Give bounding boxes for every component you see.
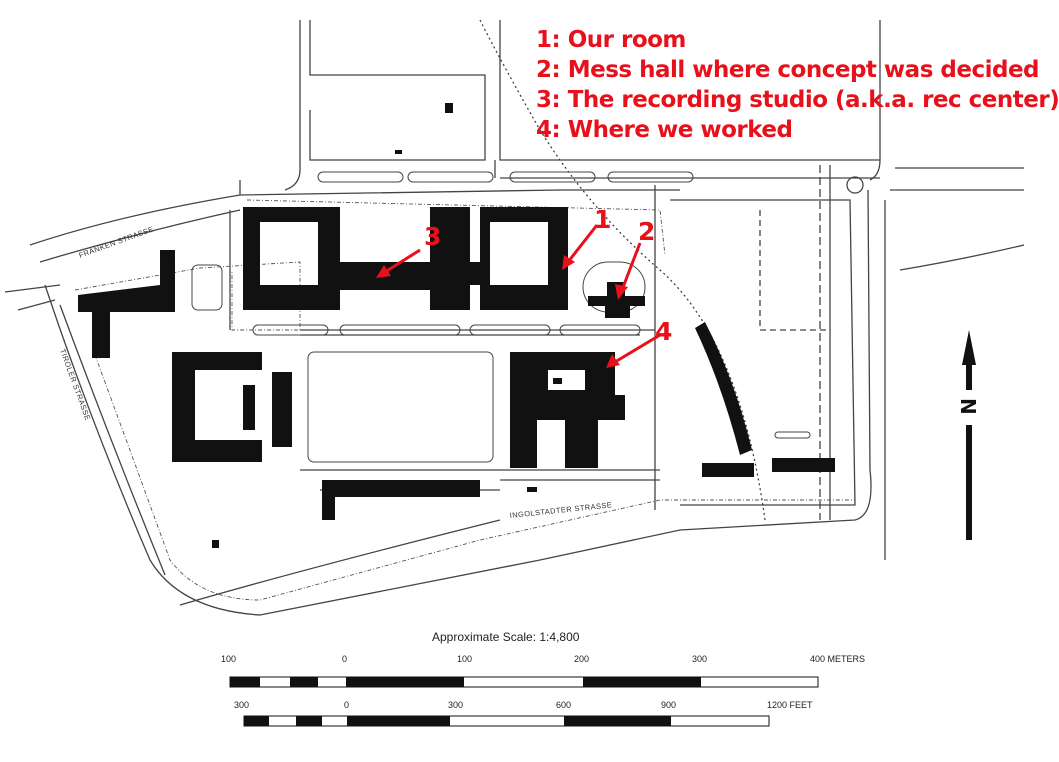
railway-line <box>479 19 766 521</box>
marker-1: 1 <box>594 205 611 234</box>
arrow-3-head <box>376 265 391 278</box>
meters-tick-1: 0 <box>342 654 347 664</box>
annotation-arrows <box>376 224 661 368</box>
roundabout <box>846 176 864 194</box>
marker-2: 2 <box>638 217 655 246</box>
legend-item-3: 3: The recording studio (a.k.a. rec cent… <box>536 87 1059 113</box>
legend: 1: Our room 2: Mess hall where concept w… <box>536 25 1059 145</box>
arrow-4-head <box>606 354 620 368</box>
north-arrow-head <box>962 330 976 365</box>
buildings <box>78 103 835 548</box>
fence-line-south <box>94 354 855 601</box>
feet-tick-3: 600 <box>556 700 571 710</box>
arrow-1-head <box>562 255 575 270</box>
arrow-2 <box>620 242 642 291</box>
feet-tick-1: 0 <box>344 700 349 710</box>
marker-3: 3 <box>424 222 441 251</box>
tiroler-strasse-label: TIROLER STRASSE <box>58 348 92 422</box>
arrow-1 <box>566 224 599 263</box>
franken-strasse-label: FRANKEN STRASSE <box>78 224 155 259</box>
arrow-3 <box>384 248 421 274</box>
median-strips <box>191 171 811 463</box>
feet-tick-4: 900 <box>661 700 676 710</box>
fence-line-north <box>246 199 666 256</box>
feet-tick-2: 300 <box>448 700 463 710</box>
meters-tick-5: 400 METERS <box>810 654 865 664</box>
meters-tick-4: 300 <box>692 654 707 664</box>
ingolstadter-strasse-label: INGOLSTADTER STRASSE <box>509 500 612 520</box>
campus-map: FRANKEN STRASSE TIROLER STRASSE INGOLSTA… <box>4 19 1025 727</box>
feet-scale-bar: 300 0 300 600 900 1200 FEET <box>234 700 813 727</box>
scale-title: Approximate Scale: 1:4,800 <box>432 630 580 644</box>
meters-tick-0: 100 <box>221 654 236 664</box>
arrow-4 <box>614 333 661 364</box>
arrow-2-head <box>615 284 628 300</box>
legend-item-2: 2: Mess hall where concept was decided <box>536 57 1040 83</box>
legend-item-1: 1: Our room <box>536 27 686 53</box>
north-arrow: N <box>956 330 980 540</box>
meters-tick-2: 100 <box>457 654 472 664</box>
meters-scale-bar: 100 0 100 200 300 400 METERS <box>221 654 865 688</box>
marker-4: 4 <box>655 317 672 346</box>
feet-tick-0: 300 <box>234 700 249 710</box>
north-label: N <box>956 398 980 415</box>
legend-item-4: 4: Where we worked <box>536 117 793 143</box>
meters-tick-3: 200 <box>574 654 589 664</box>
feet-tick-5: 1200 FEET <box>767 700 813 710</box>
